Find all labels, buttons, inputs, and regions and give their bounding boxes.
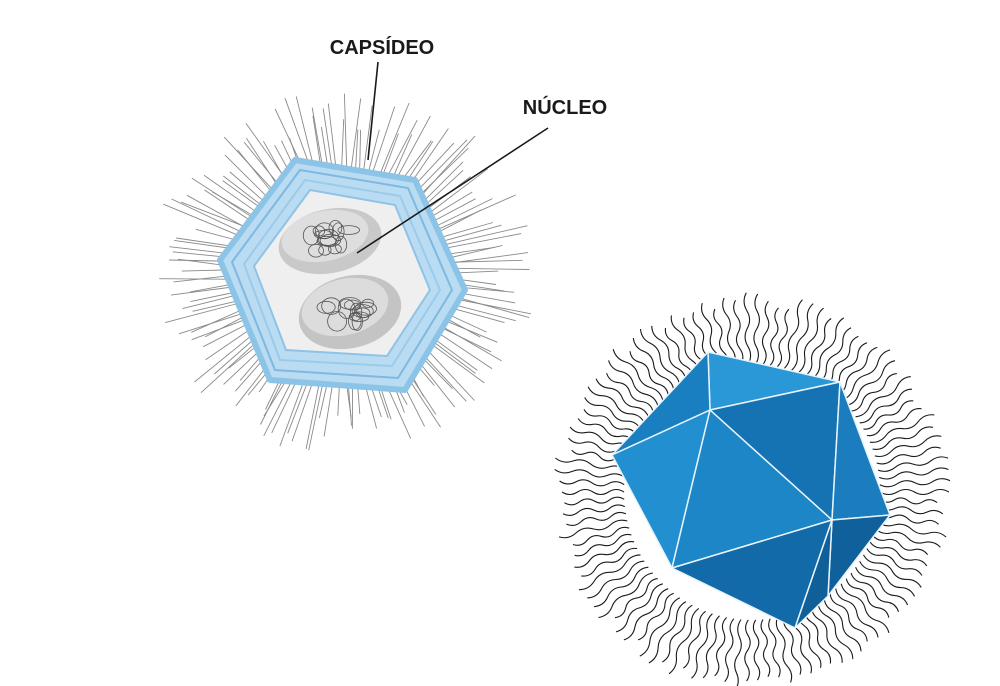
dna-coils: [302, 220, 377, 332]
nucleus-leader-line: [356, 127, 549, 254]
capsid-label: CAPSÍDEO: [330, 36, 434, 59]
right-virus-fibers: [554, 292, 951, 686]
capsid-leader-line: [367, 61, 379, 161]
nucleus-label: NÚCLEO: [523, 95, 607, 119]
icosahedron-capsid: [611, 351, 891, 629]
